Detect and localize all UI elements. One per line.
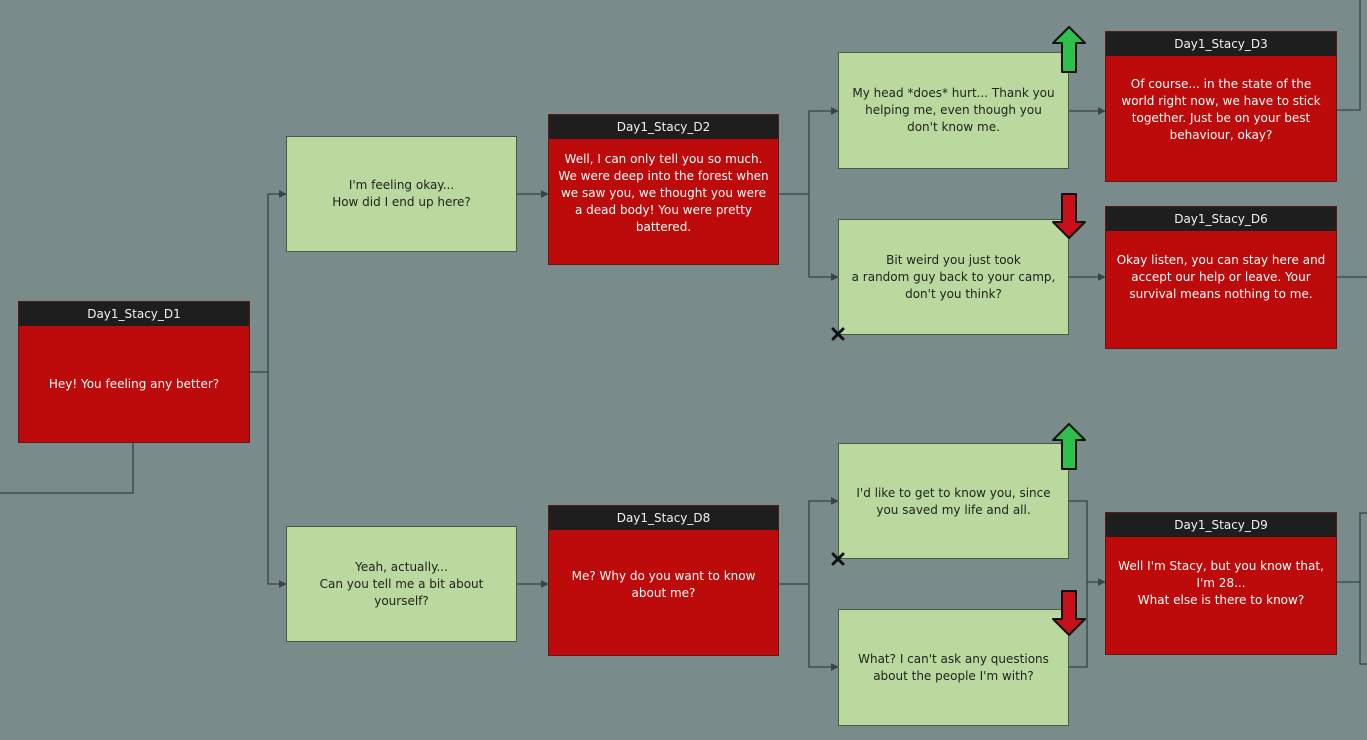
response-node-bit-weird[interactable]: Bit weird you just took a random guy bac… [838, 219, 1069, 335]
dialogue-node-d8[interactable]: Day1_Stacy_D8 Me? Why do you want to kno… [548, 505, 779, 656]
node-title: Day1_Stacy_D8 [549, 506, 778, 530]
connector-line [808, 584, 839, 671]
down-arrow-icon [1052, 193, 1086, 239]
connector-line [779, 107, 839, 195]
connector-line [1359, 512, 1367, 665]
node-text: Me? Why do you want to know about me? [571, 569, 756, 600]
response-node-ask-questions[interactable]: What? I can't ask any questions about th… [838, 609, 1069, 726]
node-title: Day1_Stacy_D1 [19, 302, 249, 326]
connector-line [779, 497, 839, 585]
x-mark-icon [831, 327, 845, 341]
dialogue-node-d6[interactable]: Day1_Stacy_D6 Okay listen, you can stay … [1105, 206, 1337, 349]
x-mark-icon [831, 552, 845, 566]
node-title: Day1_Stacy_D9 [1106, 513, 1336, 537]
response-node-about-yourself[interactable]: Yeah, actually... Can you tell me a bit … [286, 526, 517, 642]
connector-line [808, 194, 839, 281]
node-text: Of course... in the state of the world r… [1121, 77, 1321, 142]
dialogue-node-d3[interactable]: Day1_Stacy_D3 Of course... in the state … [1105, 31, 1337, 182]
connector-line [267, 372, 287, 588]
response-node-get-to-know[interactable]: I'd like to get to know you, since you s… [838, 443, 1069, 559]
node-text: Hey! You feeling any better? [48, 376, 220, 391]
node-text: Well, I can only tell you so much. We we… [558, 152, 769, 234]
connector-line [1337, 0, 1361, 111]
node-text: Okay listen, you can stay here and accep… [1116, 253, 1326, 301]
up-arrow-icon [1052, 26, 1086, 73]
dialogue-node-d9[interactable]: Day1_Stacy_D9 Well I'm Stacy, but you kn… [1105, 512, 1337, 655]
connector-line [1069, 500, 1106, 586]
connector-line [0, 443, 134, 494]
response-node-feeling-okay[interactable]: I'm feeling okay... How did I end up her… [286, 136, 517, 252]
response-node-head-hurt[interactable]: My head *does* hurt... Thank you helping… [838, 52, 1069, 169]
node-text: Well I'm Stacy, but you know that, I'm 2… [1118, 559, 1324, 607]
node-title: Day1_Stacy_D6 [1106, 207, 1336, 231]
node-title: Day1_Stacy_D3 [1106, 32, 1336, 56]
down-arrow-icon [1052, 590, 1086, 636]
dialogue-node-d2[interactable]: Day1_Stacy_D2 Well, I can only tell you … [548, 114, 779, 265]
node-title: Day1_Stacy_D2 [549, 115, 778, 139]
up-arrow-icon [1052, 423, 1086, 470]
connector-line [250, 190, 287, 373]
dialogue-node-d1[interactable]: Day1_Stacy_D1 Hey! You feeling any bette… [18, 301, 250, 443]
